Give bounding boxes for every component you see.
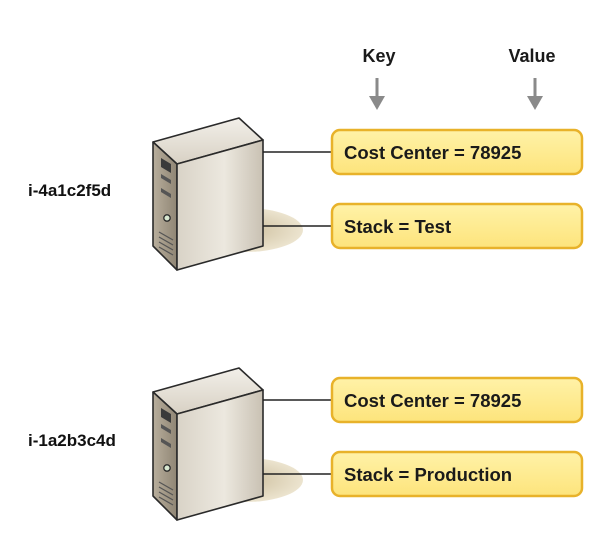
server-icon	[152, 117, 304, 271]
tag-label: Stack = Production	[344, 464, 512, 485]
tag-label: Cost Center = 78925	[344, 390, 521, 411]
instance-id: i-1a2b3c4d	[28, 431, 116, 450]
tag-cost-center: Cost Center = 78925	[330, 376, 584, 424]
server-icon	[152, 367, 304, 521]
tag-cost-center: Cost Center = 78925	[330, 128, 584, 176]
instance-group: i-4a1c2f5d Cost Center = 78925 Stack = T…	[28, 117, 584, 271]
value-arrow-icon	[525, 76, 545, 112]
tag-stack: Stack = Production	[330, 450, 584, 498]
tag-label: Cost Center = 78925	[344, 142, 521, 163]
key-header: Key	[362, 46, 395, 66]
instance-group: i-1a2b3c4d Cost Center = 78925 Stack = P…	[28, 367, 584, 521]
tag-stack: Stack = Test	[330, 202, 584, 250]
instance-id: i-4a1c2f5d	[28, 181, 111, 200]
key-arrow-icon	[367, 76, 387, 112]
tag-label: Stack = Test	[344, 216, 451, 237]
value-header: Value	[508, 46, 555, 66]
